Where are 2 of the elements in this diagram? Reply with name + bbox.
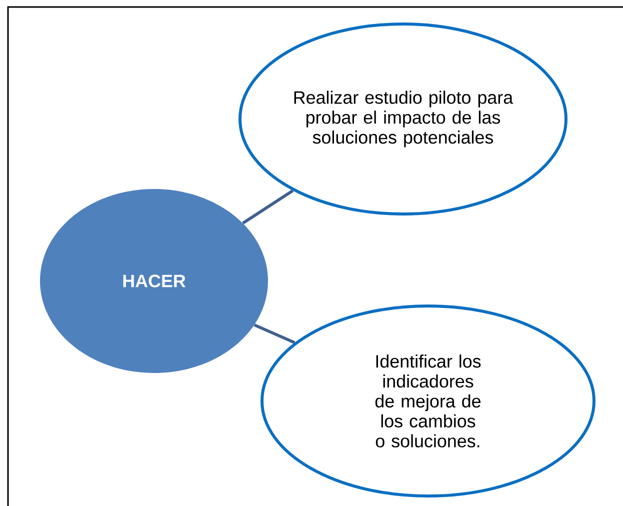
connector-line [254, 324, 296, 344]
connector-line [242, 189, 294, 224]
